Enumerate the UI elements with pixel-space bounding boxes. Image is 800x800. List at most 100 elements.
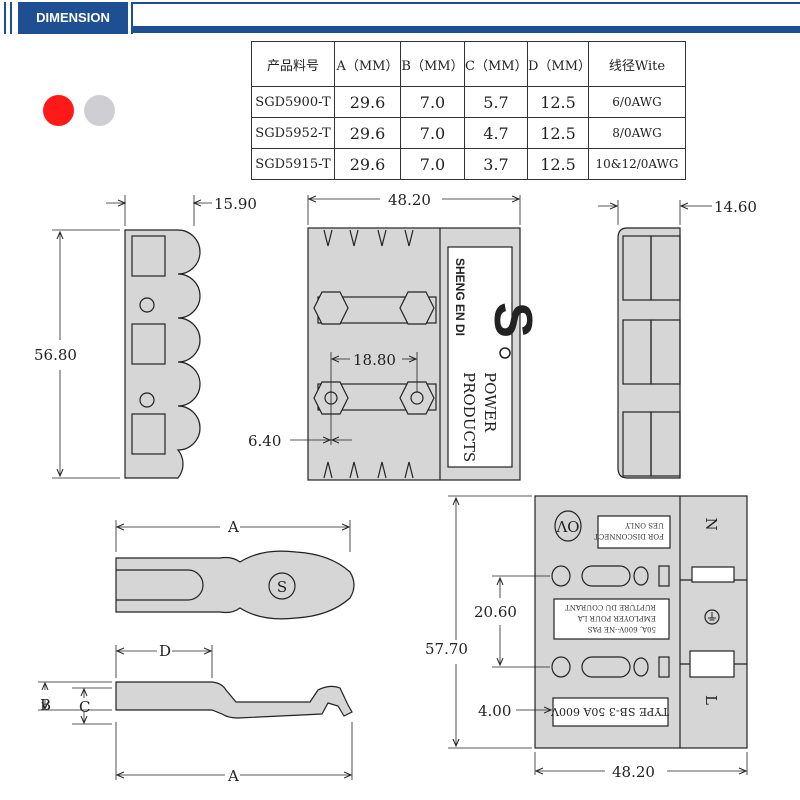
- logo-trademark: [499, 347, 511, 359]
- mount-hole: [633, 657, 649, 677]
- terminal-top-view: [115, 520, 355, 620]
- table-cell: 12.5: [527, 86, 589, 118]
- terminal-slot: [131, 413, 166, 455]
- table-cell: 12.5: [527, 148, 589, 180]
- dim-hole-spacing: 18.80: [353, 351, 396, 369]
- mount-hole: [633, 566, 649, 586]
- label-text: FOR DISCONNECT: [594, 532, 664, 540]
- hex-nut: [399, 381, 435, 415]
- ov-marker: [554, 510, 582, 542]
- terminal-stamp: [268, 572, 296, 600]
- label-plate: [552, 697, 669, 727]
- section-header: DIMENSION: [0, 0, 800, 38]
- contact-tip: [349, 229, 359, 247]
- table-cell: SGD5900-T: [251, 86, 335, 118]
- label-plate-2-text: 50A, 600V--NE PAS EMPLOYER POUR LA RUPTU…: [565, 603, 656, 633]
- slot-hole: [581, 565, 631, 587]
- label-text: EMPLOYER POUR LA: [577, 614, 656, 622]
- terminal-stamp-label: S: [277, 578, 287, 596]
- dim-bottom-small: 4.00: [478, 702, 511, 720]
- table-cell: 8/0AWG: [588, 117, 686, 149]
- bottom-view: [448, 495, 748, 775]
- contact-tip: [349, 461, 359, 479]
- terminal-slot: [131, 235, 166, 277]
- dim-bottom-spacing: 20.60: [474, 603, 517, 621]
- table-cell: 10&12/0AWG: [588, 148, 686, 180]
- label-plate: [597, 515, 671, 549]
- label-text: TYPE SB-3 50A 600V: [550, 705, 669, 718]
- label-text: UES ONLY: [625, 521, 664, 529]
- logo-mark: S: [483, 302, 543, 338]
- contact-tip: [323, 461, 333, 479]
- pin-hole: [139, 297, 155, 313]
- table-cell: SGD5952-T: [251, 117, 335, 149]
- logo-line1: POWER: [481, 372, 499, 433]
- terminal-slot: [650, 411, 681, 477]
- hex-nut: [313, 291, 349, 325]
- dim-side-width: 15.90: [214, 195, 257, 213]
- mount-hole: [551, 656, 571, 678]
- spec-table: 产品料号 A（MM） B（MM） C（MM） D（MM） 线径Wite SGD5…: [251, 41, 686, 180]
- dim-d: D: [159, 642, 171, 660]
- front-view: [290, 195, 521, 481]
- ov-label: OV: [555, 517, 579, 535]
- label-plate-1-text: FOR DISCONNECT UES ONLY: [594, 521, 664, 540]
- label-text: RUPTURE DU COURANT: [565, 603, 656, 611]
- table-header-cell: B（MM）: [400, 41, 465, 87]
- contact-tip: [404, 461, 414, 479]
- table-header-row: 产品料号 A（MM） B（MM） C（MM） D（MM） 线径Wite: [251, 41, 686, 87]
- table-cell: SGD5915-T: [251, 148, 335, 180]
- header-rule: [131, 26, 800, 33]
- dim-c: C: [79, 698, 90, 716]
- table-header-cell: A（MM）: [334, 41, 401, 87]
- table-cell: 7.0: [400, 148, 465, 180]
- label-text: 50A, 600V--NE PAS: [588, 625, 656, 633]
- contact-tip: [323, 229, 333, 247]
- table-header-cell: 线径Wite: [588, 41, 686, 87]
- terminal-side-view: [38, 645, 353, 780]
- color-option-red[interactable]: [43, 95, 74, 126]
- terminal-slot: [131, 323, 166, 365]
- header-divider: [4, 2, 6, 34]
- brand-name: SHENG EN DI: [453, 258, 467, 336]
- neutral-label: N: [702, 517, 720, 530]
- contact-tip: [377, 461, 387, 479]
- slot-hole: [658, 656, 670, 678]
- contact-tip: [404, 229, 414, 247]
- pin-hole: [139, 392, 155, 408]
- table-cell: 29.6: [334, 86, 401, 118]
- terminal-window: [691, 566, 735, 583]
- contact-tip: [377, 229, 387, 247]
- table-cell: 7.0: [400, 117, 465, 149]
- terminal-slot: [650, 319, 681, 385]
- table-row: SGD5915-T 29.6 7.0 3.7 12.5 10&12/0AWG: [251, 148, 686, 180]
- dim-offset: 6.40: [248, 432, 281, 450]
- table-cell: 29.6: [334, 117, 401, 149]
- label-plate: [553, 598, 670, 640]
- side-view: [52, 195, 212, 479]
- ground-symbol: [704, 609, 720, 625]
- dim-side-height: 56.80: [34, 346, 77, 364]
- dim-b: B: [40, 696, 51, 714]
- right-side-view: [598, 200, 712, 479]
- mount-hole: [551, 565, 571, 587]
- color-option-grey[interactable]: [84, 95, 115, 126]
- table-cell: 3.7: [464, 148, 528, 180]
- table-cell: 7.0: [400, 86, 465, 118]
- table-header-cell: 产品料号: [251, 41, 335, 87]
- table-cell: 4.7: [464, 117, 528, 149]
- header-rule: [131, 2, 800, 4]
- table-header-cell: C（MM）: [464, 41, 528, 87]
- section-title: DIMENSION: [18, 2, 128, 34]
- dim-bottom-height: 57.70: [425, 640, 468, 658]
- slot-hole: [581, 656, 631, 678]
- header-divider: [10, 2, 12, 34]
- header-divider: [131, 2, 133, 34]
- table-row: SGD5900-T 29.6 7.0 5.7 12.5 6/0AWG: [251, 86, 686, 118]
- table-cell: 6/0AWG: [588, 86, 686, 118]
- terminal-slot: [650, 235, 681, 301]
- line-label: L: [702, 695, 720, 705]
- hex-nut: [399, 291, 435, 325]
- dim-a-top: A: [227, 518, 239, 536]
